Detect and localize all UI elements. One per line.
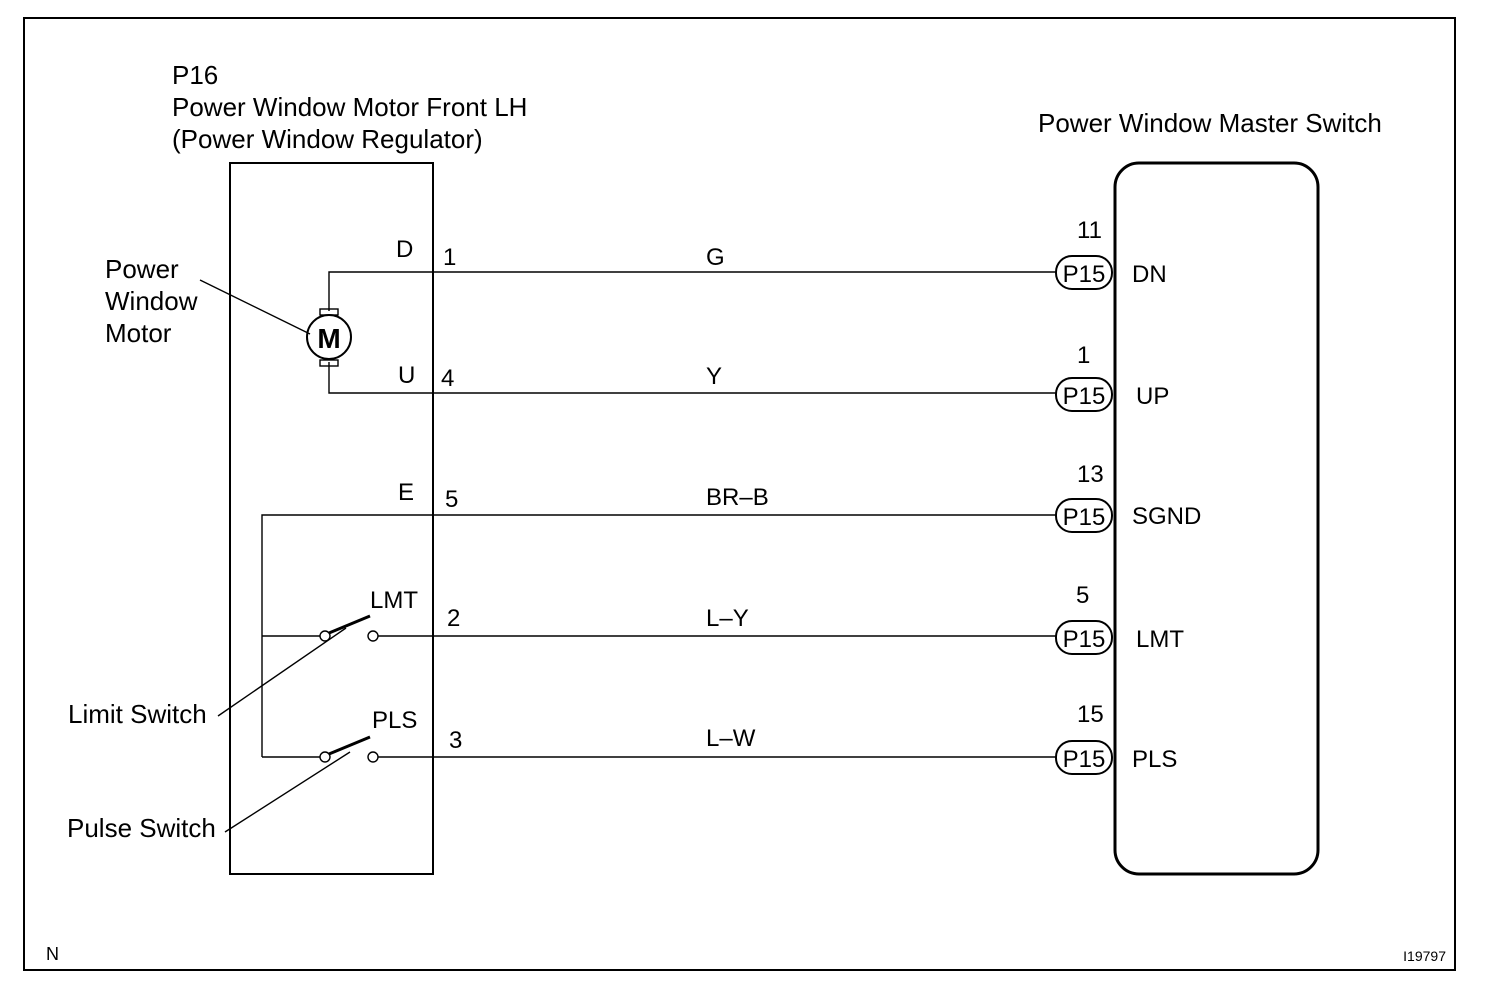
motor-lead-bottom (328, 362, 433, 394)
left-pin: 4 (441, 365, 454, 392)
diagram-frame (23, 17, 1456, 971)
motor-symbol (306, 314, 352, 360)
connector-label: P15 (1063, 746, 1106, 773)
wire-d-dn: D 1 G P15 11 DN (396, 217, 1167, 290)
wire-u-up: U 4 Y P15 1 UP (398, 342, 1169, 412)
limit-switch-contact-right (367, 630, 379, 642)
right-pin: 15 (1077, 701, 1104, 728)
limit-switch-contact-left (319, 630, 331, 642)
right-pin: 1 (1077, 342, 1090, 369)
connector-label: P15 (1063, 383, 1106, 410)
connector-badge (1055, 377, 1113, 412)
wire-color: L–Y (706, 605, 749, 632)
wire-color: Y (706, 363, 722, 390)
connector-badge (1055, 620, 1113, 655)
right-terminal: PLS (1132, 746, 1177, 773)
left-terminal: D (396, 236, 413, 263)
connector-badge (1055, 740, 1113, 775)
pulse-switch-contact-left (319, 751, 331, 763)
connector-label: P15 (1063, 261, 1106, 288)
left-component-name: Power Window Motor Front LH (172, 92, 527, 122)
connector-badge (1055, 255, 1113, 290)
left-terminal: PLS (372, 707, 417, 734)
motor-leader-line (199, 279, 311, 335)
right-terminal: LMT (1136, 626, 1184, 653)
left-terminal: U (398, 362, 415, 389)
limit-switch-label: Limit Switch (68, 699, 207, 729)
motor-lead-top (328, 271, 433, 311)
wire-color: L–W (706, 725, 756, 752)
right-terminal: UP (1136, 383, 1169, 410)
wire-pls-pls: PLS 3 L–W P15 15 PLS (372, 701, 1177, 775)
wire-color: G (706, 244, 725, 271)
pulse-switch-leader-line (224, 751, 351, 833)
switch-common-bus (261, 514, 433, 757)
left-pin: 5 (445, 486, 458, 513)
right-pin: 5 (1076, 582, 1089, 609)
left-terminal: E (398, 479, 414, 506)
right-component-box (1113, 161, 1320, 876)
limit-switch-blade (328, 614, 371, 635)
connector-label: P15 (1063, 504, 1106, 531)
left-pin: 1 (443, 244, 456, 271)
pulse-switch-label: Pulse Switch (67, 813, 216, 843)
wire-e-sgnd: E 5 BR–B P15 13 SGND (398, 461, 1201, 533)
motor-label-line-1: Power (105, 254, 179, 284)
right-terminal: DN (1132, 261, 1167, 288)
wire-lmt-lmt: LMT 2 L–Y P15 5 LMT (370, 582, 1184, 655)
right-terminal: SGND (1132, 503, 1201, 530)
left-pin: 3 (449, 727, 462, 754)
figure-id: I19797 (1403, 948, 1446, 964)
wire-color: BR–B (706, 484, 769, 511)
left-terminal: LMT (370, 587, 418, 614)
motor-label-line-2: Window (105, 286, 198, 316)
left-component-subname: (Power Window Regulator) (172, 124, 483, 154)
right-pin: 11 (1077, 217, 1102, 244)
motor-symbol-letter: M (317, 323, 340, 354)
left-component-box (229, 162, 434, 875)
corner-mark-left: N (46, 944, 59, 964)
motor-label-line-3: Motor (105, 318, 172, 348)
connector-badge (1055, 498, 1113, 533)
right-component-name: Power Window Master Switch (1038, 108, 1382, 138)
left-pin: 2 (447, 605, 460, 632)
right-pin: 13 (1077, 461, 1104, 488)
limit-switch-leader-line (217, 627, 347, 717)
pulse-switch-blade (328, 735, 371, 756)
connector-label: P15 (1063, 626, 1106, 653)
pulse-switch-contact-right (367, 751, 379, 763)
left-component-code: P16 (172, 60, 218, 90)
